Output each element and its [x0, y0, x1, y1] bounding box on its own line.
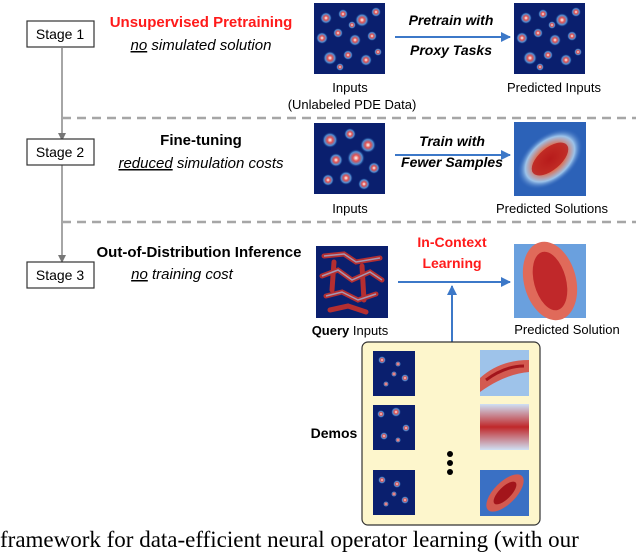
- stage-1-box: Stage 1: [26, 20, 95, 48]
- stage-3-query-image: [316, 246, 388, 318]
- stage-1-arrow-label-1: Pretrain with: [409, 12, 494, 28]
- stage-3-title: Out-of-Distribution Inference: [97, 244, 302, 261]
- figure-caption: framework for data-efficient neural oper…: [0, 527, 579, 552]
- stage-3-arrow-label-1: In-Context: [417, 234, 487, 250]
- stage-2-input-image: [314, 123, 385, 194]
- stage-3-output-caption: Predicted Solution: [514, 322, 620, 337]
- stage-3-subtitle: no training cost: [131, 266, 234, 283]
- stage-2-arrow-label-1: Train with: [419, 133, 485, 149]
- stage-2-arrow-label-2: Fewer Samples: [401, 154, 503, 170]
- demo-input-3: [373, 470, 415, 515]
- stage-3-arrow-label-2: Learning: [422, 255, 481, 271]
- ellipsis-vertical-icon: [447, 451, 453, 475]
- stage-2-title: Fine-tuning: [160, 132, 242, 149]
- stage-2-output-caption: Predicted Solutions: [496, 201, 609, 216]
- stage-2-label: Stage 2: [36, 144, 84, 160]
- stage-2-subtitle: reduced simulation costs: [118, 155, 284, 172]
- stage-1-output-caption: Predicted Inputs: [507, 80, 601, 95]
- stage-2-box: Stage 2: [26, 138, 95, 166]
- demo-output-2: [480, 404, 529, 450]
- stage-1-label: Stage 1: [36, 26, 84, 42]
- stage-2-input-caption: Inputs: [332, 201, 368, 216]
- demo-output-1: [480, 350, 529, 396]
- demo-input-2: [373, 405, 415, 450]
- stage-1-title: Unsupervised Pretraining: [110, 14, 293, 31]
- stage-1-arrow-label-2: Proxy Tasks: [410, 42, 492, 58]
- stage-2-output-image: [514, 122, 586, 196]
- demo-input-1: [373, 351, 415, 396]
- stage-3-box: Stage 3: [26, 261, 95, 289]
- stage-3-output-image: [514, 241, 586, 321]
- stage-1-input-caption: Inputs: [332, 80, 368, 95]
- stage-1-subtitle: no simulated solution: [131, 37, 272, 54]
- stage-1-input-caption-sub: (Unlabeled PDE Data): [288, 97, 417, 112]
- demos-label: Demos: [311, 425, 358, 441]
- stage-3-label: Stage 3: [36, 267, 84, 283]
- stage-1-output-image: [514, 3, 585, 74]
- stage-3-query-caption: Query Inputs: [312, 323, 389, 338]
- demo-output-3: [480, 470, 529, 516]
- stage-1-input-image: [314, 3, 385, 74]
